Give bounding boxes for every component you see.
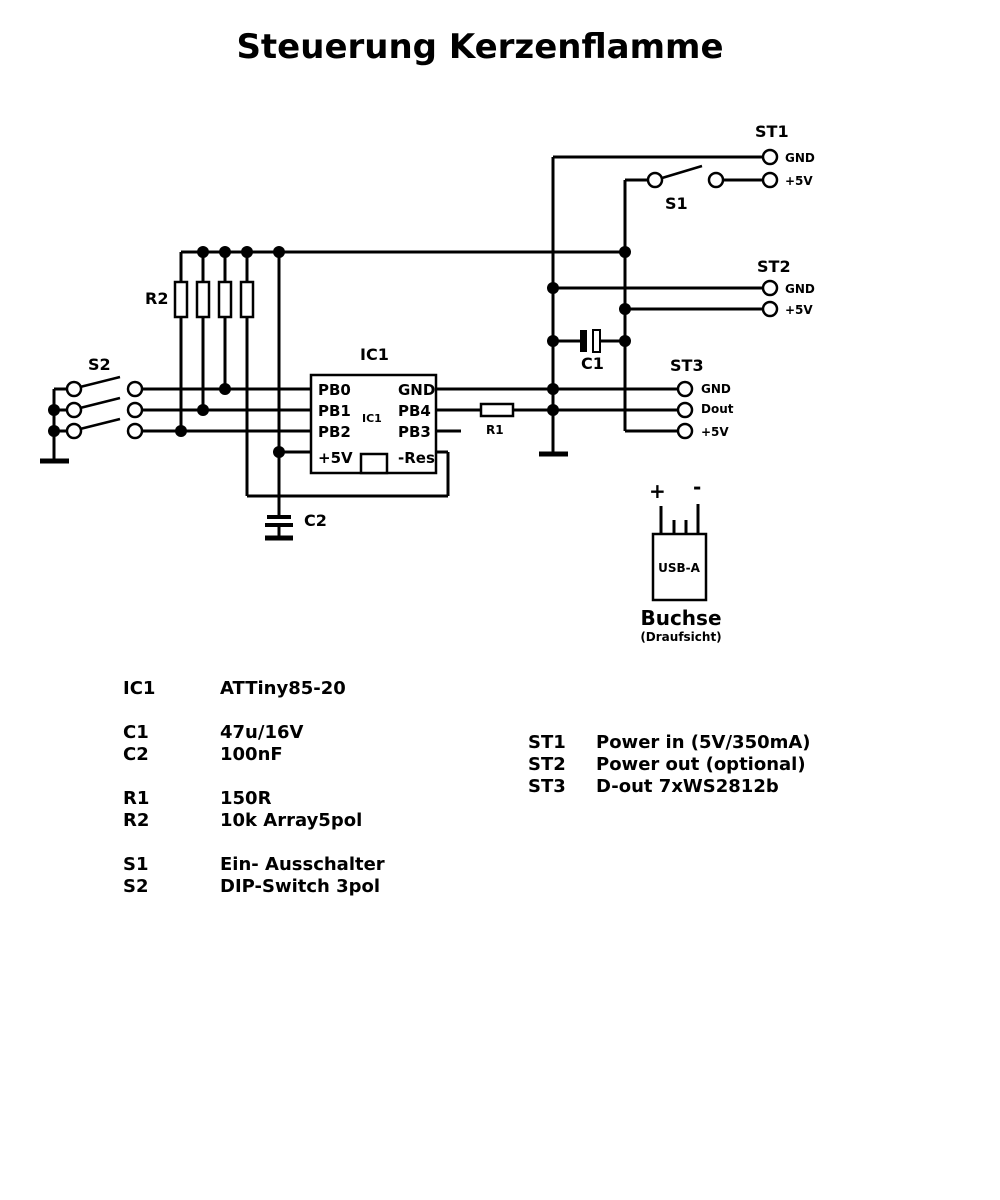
connector-st3: [676, 380, 694, 440]
connector-value: Power out (optional): [596, 754, 806, 775]
part-value: 47u/16V: [220, 722, 304, 743]
label-ic1: IC1: [360, 345, 389, 364]
st2-pin-5v: +5V: [785, 303, 813, 317]
usb-plus-label: +: [649, 479, 666, 503]
usb-caption: Buchse: [640, 606, 721, 630]
st1-pin-5v: +5V: [785, 174, 813, 188]
label-c1: C1: [581, 354, 604, 373]
usb-subcaption: (Draufsicht): [640, 630, 721, 644]
st3-pin-dout: Dout: [701, 402, 734, 416]
part-value: 100nF: [220, 744, 283, 765]
connector-list-row: ST1 Power in (5V/350mA): [528, 732, 811, 754]
connector-ref: ST2: [528, 754, 566, 775]
connector-list-row: ST2 Power out (optional): [528, 754, 811, 776]
connector-list: ST1 Power in (5V/350mA) ST2 Power out (opt…: [528, 732, 811, 798]
st1-pin-gnd: GND: [785, 151, 815, 165]
part-value: ATTiny85-20: [220, 678, 346, 699]
parts-list-row: S1 Ein- Ausschalter: [123, 854, 385, 876]
part-value: 10k Array5pol: [220, 810, 363, 831]
capacitor-c1: [580, 329, 601, 353]
ic1-pin-gnd: GND: [398, 381, 435, 399]
parts-list-row: S2 DIP-Switch 3pol: [123, 876, 385, 898]
connector-ref: ST1: [528, 732, 566, 753]
part-ref: R1: [123, 788, 150, 809]
resistor-r1: [479, 402, 515, 418]
label-s1: S1: [665, 194, 688, 213]
label-r1: R1: [486, 423, 504, 437]
ic1-pin-pb3: PB3: [398, 423, 431, 441]
connector-value: Power in (5V/350mA): [596, 732, 811, 753]
label-r2: R2: [145, 289, 168, 308]
part-ref: R2: [123, 810, 150, 831]
st3-pin-5v: +5V: [701, 425, 729, 439]
parts-list-row: IC1 ATTiny85-20: [123, 678, 385, 700]
label-st1: ST1: [755, 122, 789, 141]
st3-pin-gnd: GND: [701, 382, 731, 396]
ic1-chip: [309, 373, 438, 475]
part-value: DIP-Switch 3pol: [220, 876, 381, 897]
connector-st2: [761, 279, 779, 318]
ic1-pin-pb0: PB0: [318, 381, 351, 399]
capacitor-c2: [265, 515, 293, 541]
parts-list-row: C1 47u/16V: [123, 722, 385, 744]
ic1-pin-pb1: PB1: [318, 402, 351, 420]
usb-label: USB-A: [658, 561, 701, 575]
part-ref: C1: [123, 722, 149, 743]
label-st3: ST3: [670, 356, 704, 375]
ic1-pin-pb2: PB2: [318, 423, 351, 441]
label-c2: C2: [304, 511, 327, 530]
ic1-pin-5v: +5V: [318, 449, 353, 467]
part-ref: S1: [123, 854, 149, 875]
ic1-inner-label: IC1: [362, 412, 382, 425]
label-st2: ST2: [757, 257, 791, 276]
junctions: [48, 246, 631, 458]
label-s2: S2: [88, 355, 111, 374]
parts-list-row: R1 150R: [123, 788, 385, 810]
usb-minus-label: -: [693, 475, 701, 499]
usb-socket: [651, 504, 708, 602]
ic1-pin-pb4: PB4: [398, 402, 431, 420]
switch-s1: [646, 164, 725, 189]
resistor-array-r2: [173, 280, 255, 319]
diagram-title: Steuerung Kerzenflamme: [236, 27, 723, 67]
parts-list-row: R2 10k Array5pol: [123, 810, 385, 832]
parts-list-row: C2 100nF: [123, 744, 385, 766]
connector-ref: ST3: [528, 776, 566, 797]
connector-value: D-out 7xWS2812b: [596, 776, 779, 797]
st2-pin-gnd: GND: [785, 282, 815, 296]
part-ref: S2: [123, 876, 149, 897]
part-ref: IC1: [123, 678, 156, 699]
part-value: Ein- Ausschalter: [220, 854, 385, 875]
connector-st1: [761, 148, 779, 189]
ground-symbols: [40, 451, 568, 464]
part-ref: C2: [123, 744, 149, 765]
dip-switch-s2: [65, 375, 144, 440]
part-value: 150R: [220, 788, 272, 809]
connector-list-row: ST3 D-out 7xWS2812b: [528, 776, 811, 798]
ic1-pin-res: -Res: [398, 449, 435, 467]
